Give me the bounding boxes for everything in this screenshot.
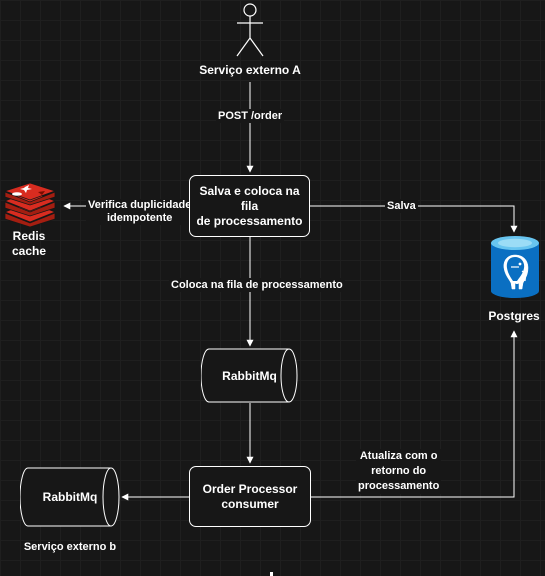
save-enqueue-line1: Salva e coloca na fila [199,183,300,213]
edge-label-post-order: POST /order [216,109,285,123]
postgres-icon[interactable] [489,235,541,299]
edge-label-save: Salva [385,199,418,213]
save-enqueue-node[interactable]: Salva e coloca na fila de processamento [189,175,310,237]
queue-cylinder-shape [201,348,298,403]
edge-label-update-line1: Atualiza com o [359,450,438,462]
edge-label-update-line2: retorno do [371,465,427,477]
edge-label-update-line3: processamento [358,480,440,492]
stick-figure-icon [236,3,264,57]
edge-label-verify-duplicity: Verifica duplicidade idempotente [86,199,194,225]
external-b-label: Serviço externo b [23,541,117,553]
rabbitmq-queue-label: RabbitMq [222,368,277,383]
actor-label: Serviço externo A [199,63,301,77]
cursor-marker [270,572,273,576]
rabbitmq-external-node[interactable]: RabbitMq [20,467,120,527]
edge-save-postgres [310,205,518,233]
order-processor-node[interactable]: Order Processor consumer [189,466,311,527]
external-cylinder-shape [20,467,120,527]
redis-label: Redis cache [5,229,53,259]
edge-label-verify-line2: idempotente [106,212,173,224]
order-processor-line1: Order Processor [202,481,298,496]
edge-label-enqueue: Coloca na fila de processamento [169,278,345,292]
save-enqueue-line2: de processamento [196,213,303,228]
redis-label-line1: Redis [12,229,46,243]
postgres-label: Postgres [488,309,540,323]
redis-icon[interactable] [3,183,57,227]
order-processor-line2: consumer [221,496,279,511]
rabbitmq-queue-node[interactable]: RabbitMq [201,348,298,403]
rabbitmq-external-label: RabbitMq [42,490,98,504]
redis-label-line2: cache [11,244,47,258]
edge-label-verify-line1: Verifica duplicidade [88,199,192,211]
edge-update-postgres [311,330,518,498]
edge-label-update-postgres: Atualiza com o retorno do processamento [356,449,442,494]
